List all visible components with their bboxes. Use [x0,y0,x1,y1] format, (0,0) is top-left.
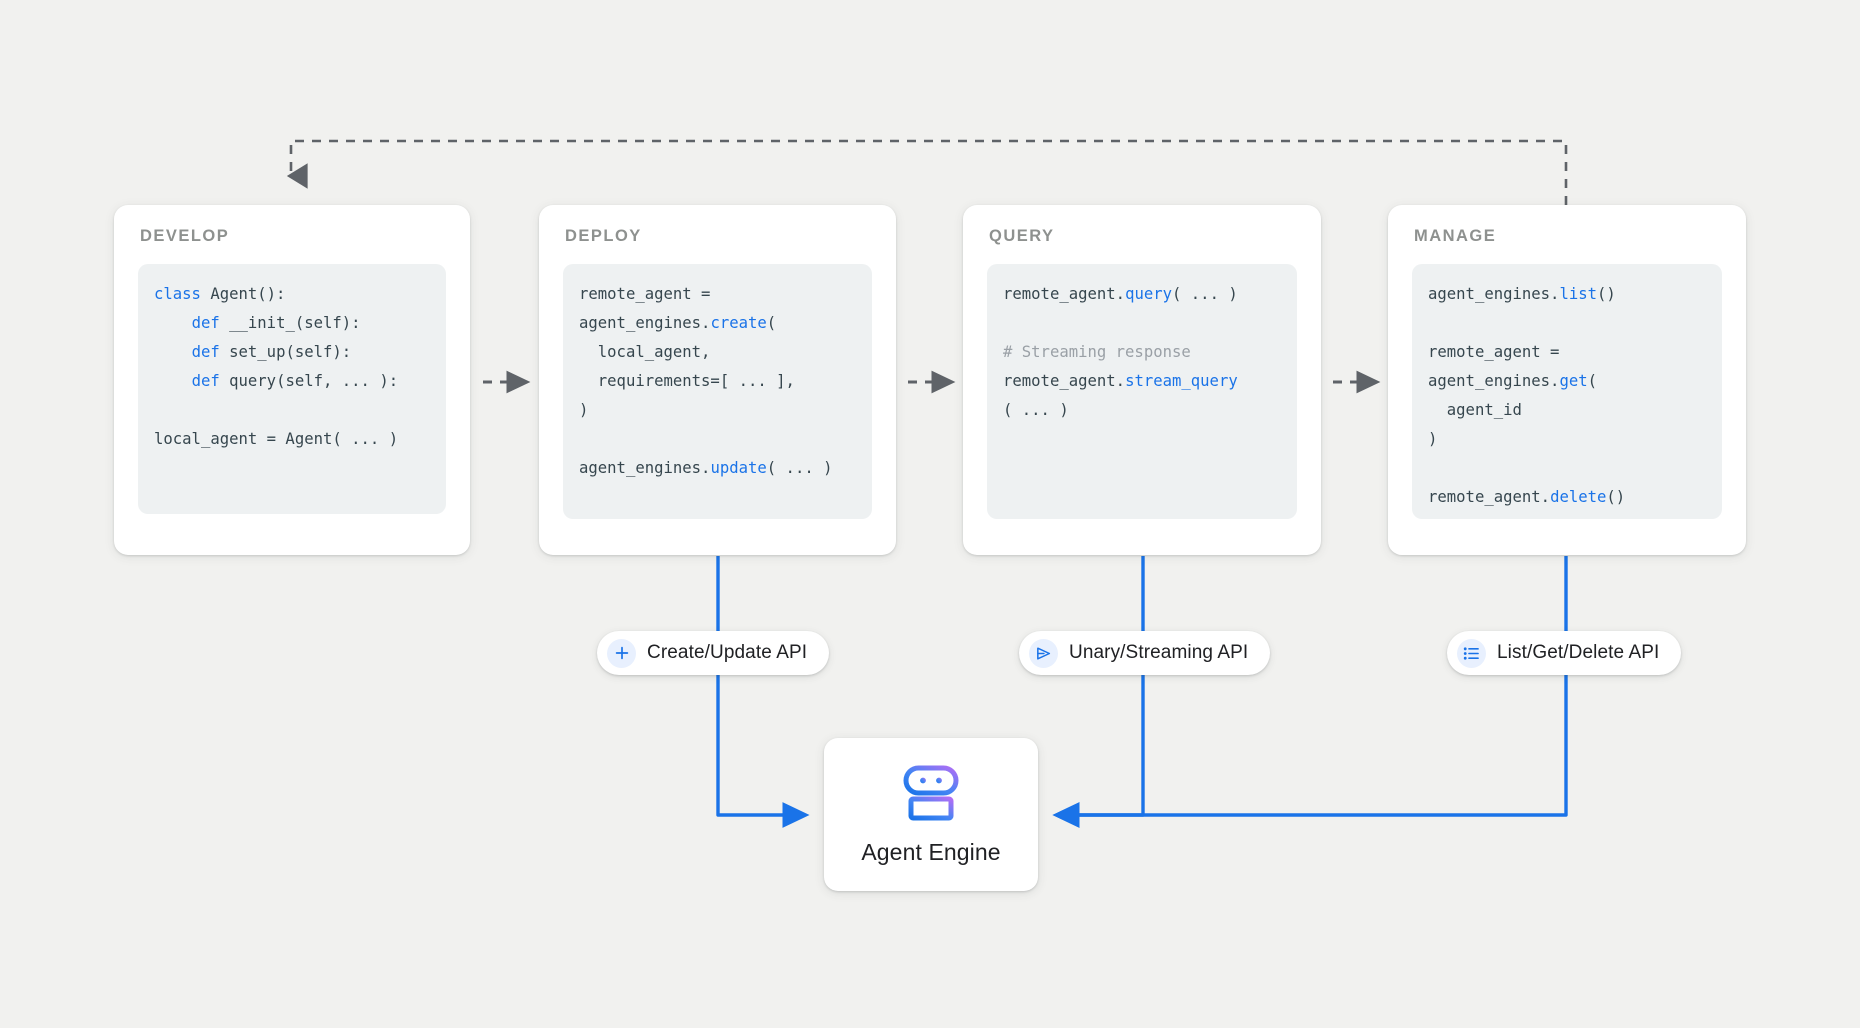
code-block-deploy: remote_agent = agent_engines.create( loc… [563,264,872,519]
code-line: remote_agent.query( ... ) [1003,285,1238,303]
api-pill-create-update[interactable]: Create/Update API [597,631,830,675]
code-line: remote_agent.delete() [1428,488,1626,506]
stage-title-manage: MANAGE [1414,227,1497,245]
stage-card-query: QUERY remote_agent.query( ... ) # Stream… [963,205,1321,555]
api-pill-list-get-delete[interactable]: List/Get/Delete API [1447,631,1682,675]
code-line: remote_agent = [1428,343,1560,361]
code-line: local_agent = Agent( ... ) [154,430,399,448]
code-line: # Streaming response [1003,343,1191,361]
code-line: agent_engines.create( [579,314,777,332]
stage-title-query: QUERY [989,227,1055,245]
manage-to-agent-engine-wire [1052,556,1568,828]
stage-card-deploy: DEPLOY remote_agent = agent_engines.crea… [539,205,896,555]
feedback-loop-arrow [286,139,1568,205]
code-block-develop: class Agent(): def __init_(self): def se… [138,264,446,514]
query-to-agent-engine-wire [1052,556,1145,828]
code-line: def __init_(self): [191,314,361,332]
code-line: agent_id [1428,401,1522,419]
code-line: def query(self, ... ): [191,372,399,390]
code-line: agent_engines.get( [1428,372,1597,390]
code-line: remote_agent = [579,285,711,303]
code-line: agent_engines.update( ... ) [579,459,833,477]
api-pill-label: List/Get/Delete API [1497,642,1660,663]
robot-icon [898,764,964,827]
deploy-to-agent-engine-wire [716,556,810,828]
stage-title-deploy: DEPLOY [565,227,642,245]
stage-card-manage: MANAGE agent_engines.list() remote_agent… [1388,205,1746,555]
code-line: local_agent, [579,343,711,361]
api-pill-label: Create/Update API [647,642,808,663]
stage-card-develop: DEVELOP class Agent(): def __init_(self)… [114,205,470,555]
agent-engine-node[interactable]: Agent Engine [824,738,1038,891]
api-pill-unary-streaming[interactable]: Unary/Streaming API [1019,631,1271,675]
code-line: remote_agent.stream_query [1003,372,1238,390]
code-line: agent_engines.list() [1428,285,1616,303]
code-line: class Agent(): [154,285,286,303]
agent-engine-label: Agent Engine [861,838,1001,865]
code-line: def set_up(self): [191,343,352,361]
list-icon [1457,638,1486,668]
code-block-query: remote_agent.query( ... ) # Streaming re… [987,264,1297,519]
plus-icon [607,638,636,668]
stage-title-develop: DEVELOP [140,227,230,245]
code-line: ) [579,401,589,419]
code-block-manage: agent_engines.list() remote_agent = agen… [1412,264,1722,519]
send-triangle-icon [1029,638,1058,668]
code-line: requirements=[ ... ], [579,372,795,390]
code-line: ) [1428,430,1438,448]
api-pill-label: Unary/Streaming API [1069,642,1249,663]
code-line: ( ... ) [1003,401,1069,419]
